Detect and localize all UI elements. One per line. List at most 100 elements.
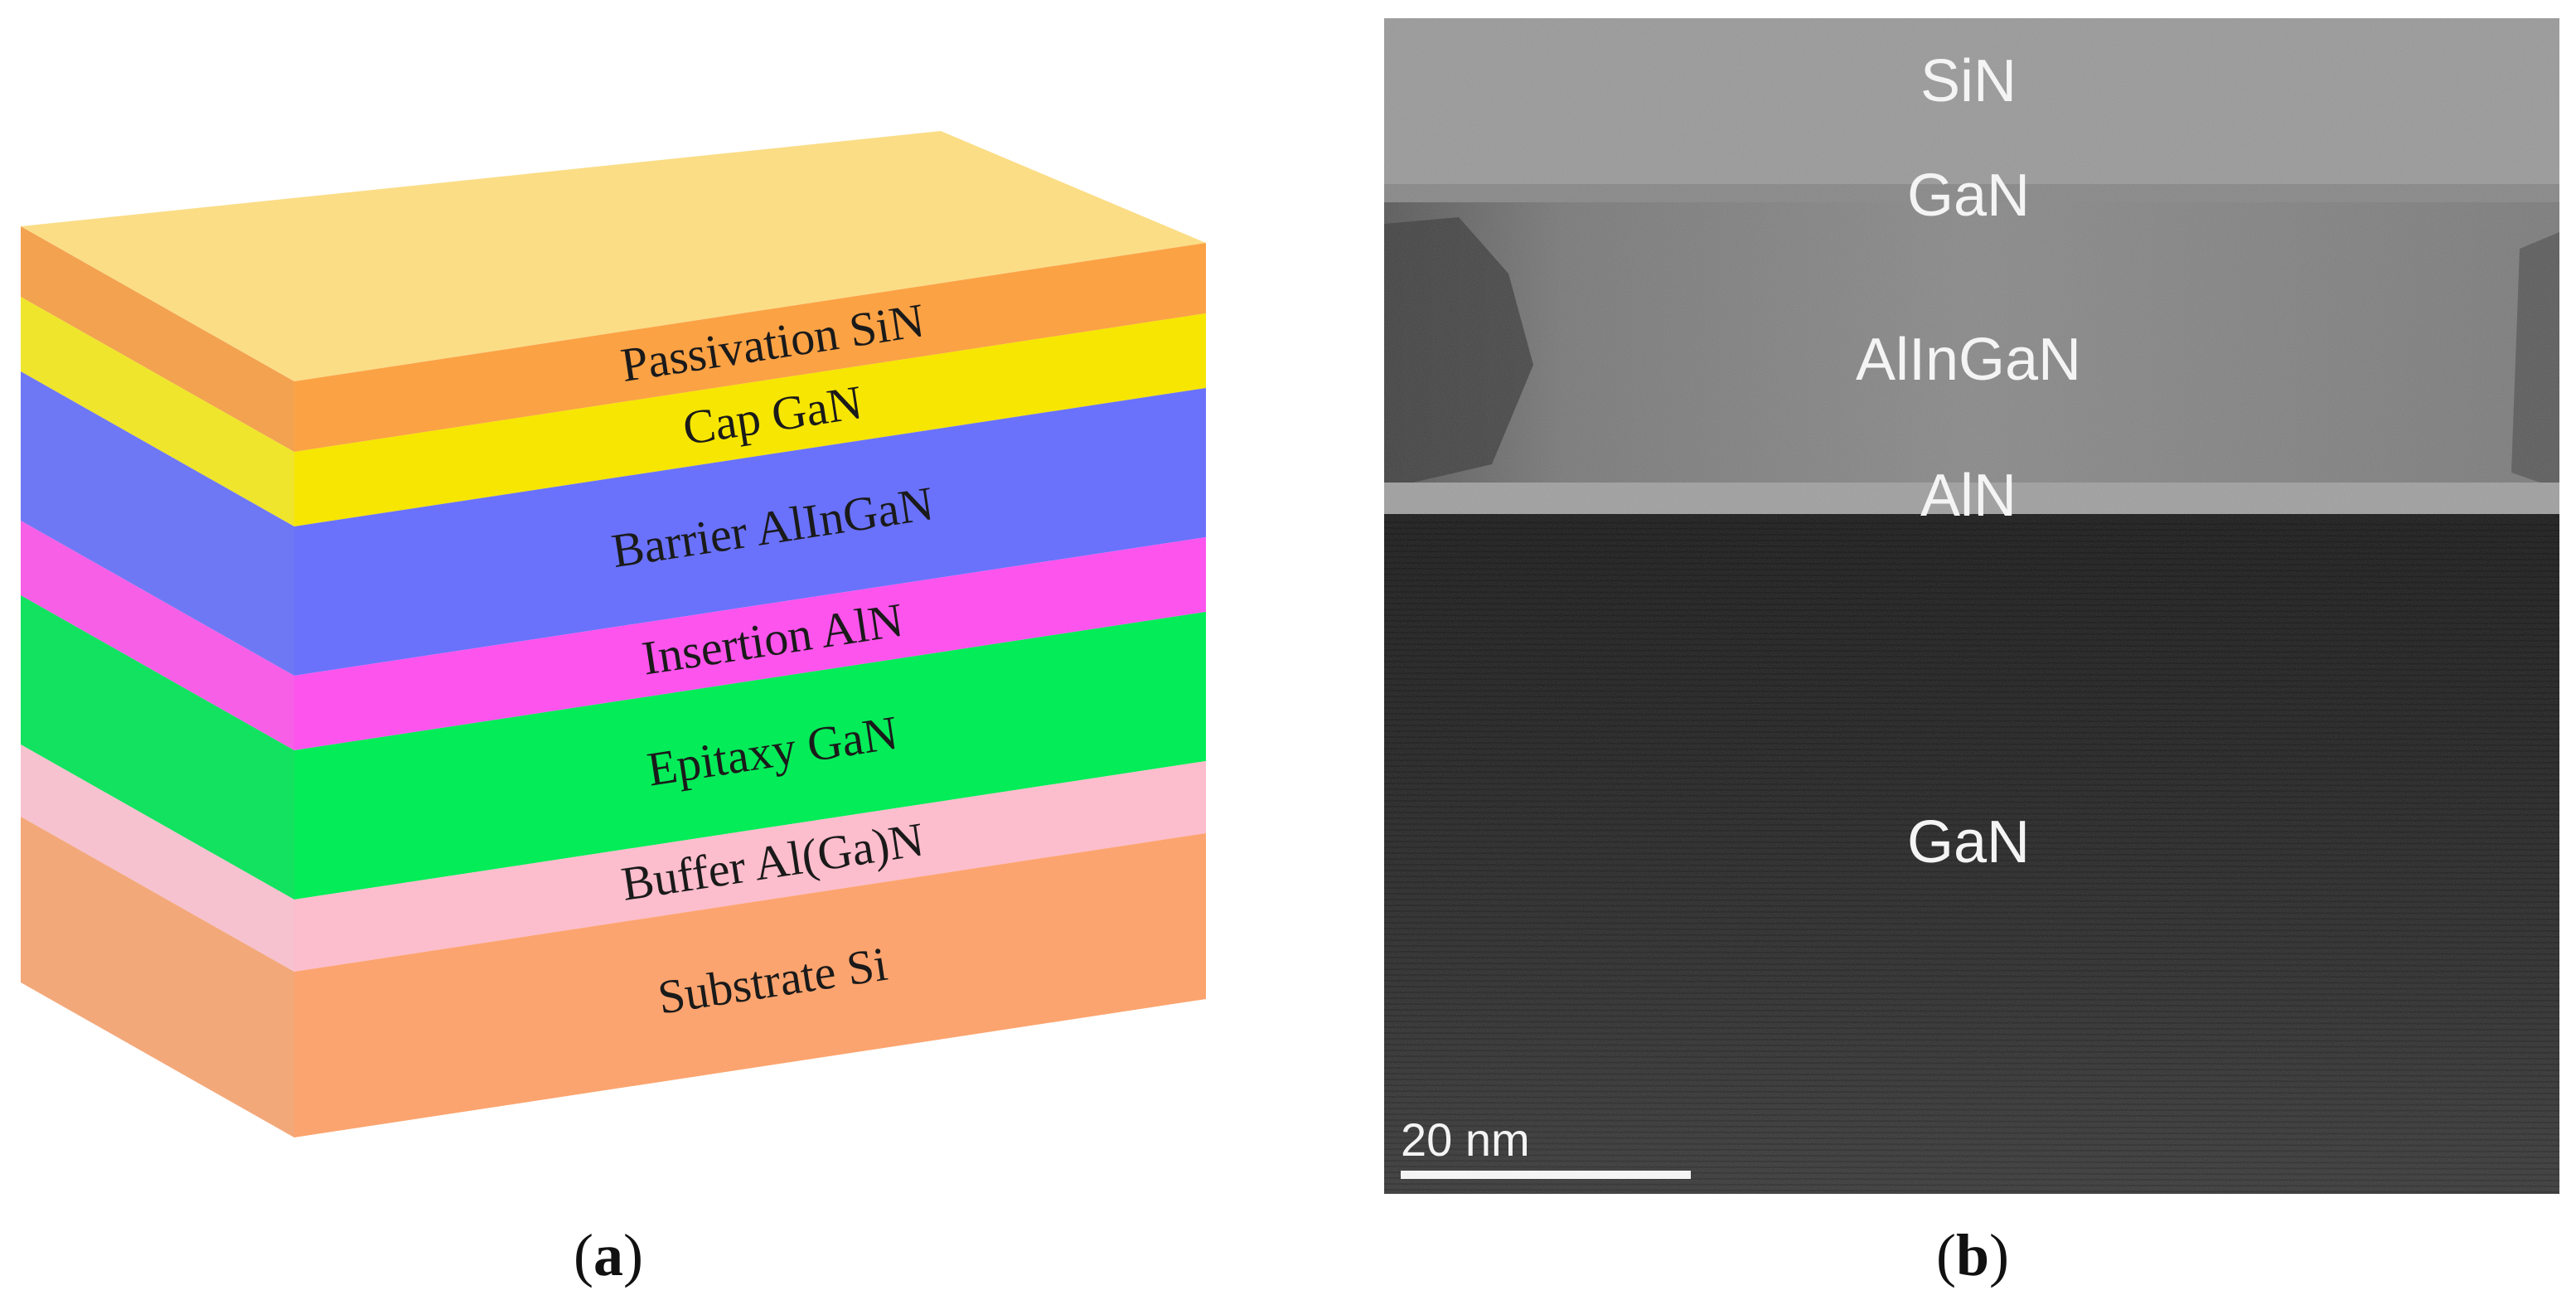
layer-front-face [294,612,1206,900]
fringe-line [1383,864,2560,868]
layer-side-face [21,745,294,972]
fringe-line [1383,934,2560,938]
fringe-line [1383,974,2560,978]
layer-side-face [21,226,294,452]
layer-front-face [294,833,1206,1137]
fringe-line [1383,568,2560,572]
layer-front-face [294,388,1206,676]
fringe-line [1383,852,2560,856]
fringe-line [1383,1166,2560,1170]
tem-label-aln: AlN [1920,463,2017,529]
fringe-line [1383,707,2560,711]
fringe-line [1383,667,2560,671]
fringe-line [1383,806,2560,810]
fringe-line [1383,527,2560,531]
layer-front-face [294,537,1206,750]
fringe-line [1383,597,2560,601]
fringe-line [1383,899,2560,903]
fringe-line [1383,794,2560,798]
fringe-line [1383,939,2560,943]
fringe-line [1383,1015,2560,1019]
scale-bar-label: 20 nm [1401,1113,1530,1166]
fringe-line [1383,661,2560,665]
fringe-line [1383,550,2560,555]
layer-front-face [294,313,1206,526]
scale-bar [1401,1171,1691,1179]
layer-front-face [294,761,1206,972]
fringe-line [1383,875,2560,880]
fringe-line [1383,945,2560,949]
fringe-line [1383,835,2560,839]
fringe-line [1383,841,2560,845]
fringe-line [1383,632,2560,636]
fringe-line [1383,829,2560,833]
fringe-line [1383,1154,2560,1158]
fringe-line [1383,1021,2560,1025]
fringe-line [1383,626,2560,630]
fringe-line [1383,771,2560,775]
tem-micrograph: SiN GaN AlInGaN AlN GaN 20 nm [1383,18,2560,1194]
fringe-line [1383,748,2560,752]
fringe-line [1383,922,2560,926]
fringe-line [1383,1038,2560,1042]
fringe-line [1383,1067,2560,1071]
layer-side-face [21,521,294,750]
fringe-line [1383,800,2560,804]
fringe-line [1383,1160,2560,1164]
fringe-line [1383,1026,2560,1031]
fringe-line [1383,655,2560,659]
fringe-line [1383,736,2560,740]
fringe-line [1383,1131,2560,1135]
fringe-line [1383,1003,2560,1007]
fringe-line [1383,742,2560,746]
fringe-line [1383,951,2560,955]
fringe-line [1383,997,2560,1002]
layer-side-face [21,297,294,526]
stack-top-face [21,131,1206,381]
fringe-line [1383,1055,2560,1060]
fringe-line [1383,580,2560,584]
fringe-line [1383,916,2560,920]
fringe-line [1383,620,2560,624]
fringe-line [1383,678,2560,682]
fringe-line [1383,1090,2560,1094]
fringe-line [1383,968,2560,972]
fringe-line [1383,881,2560,885]
fringe-line [1383,533,2560,537]
fringe-line [1383,1108,2560,1112]
fringe-line [1383,1125,2560,1129]
layer-side-face [21,595,294,900]
fringe-line [1383,725,2560,729]
fringe-line [1383,649,2560,653]
fringe-line [1383,690,2560,694]
fringe-line [1383,1102,2560,1106]
tem-label-gan-cap: GaN [1907,162,2030,229]
fringe-line [1383,846,2560,851]
fringe-line [1383,556,2560,560]
fringe-line [1383,754,2560,758]
panel-b-caption: (b) [1936,1222,2009,1288]
fringe-line [1383,823,2560,827]
fringe-line [1383,696,2560,700]
fringe-line [1383,957,2560,961]
fringe-line [1383,1084,2560,1089]
fringe-line [1383,887,2560,891]
layer-front-face [294,243,1206,452]
fringe-line [1383,986,2560,990]
fringe-line [1383,1113,2560,1118]
fringe-line [1383,765,2560,769]
fringe-line [1383,719,2560,723]
fringe-line [1383,783,2560,787]
fringe-line [1383,545,2560,549]
tem-label-sin: SiN [1920,48,2017,114]
fringe-line [1383,1096,2560,1100]
fringe-line [1383,1137,2560,1141]
fringe-line [1383,713,2560,717]
noise-overlay [1384,18,2559,1194]
fringe-line [1383,812,2560,816]
fringe-line [1383,1073,2560,1077]
layer-side-face [21,371,294,676]
fringe-line [1383,928,2560,932]
fringe-line [1383,1148,2560,1152]
